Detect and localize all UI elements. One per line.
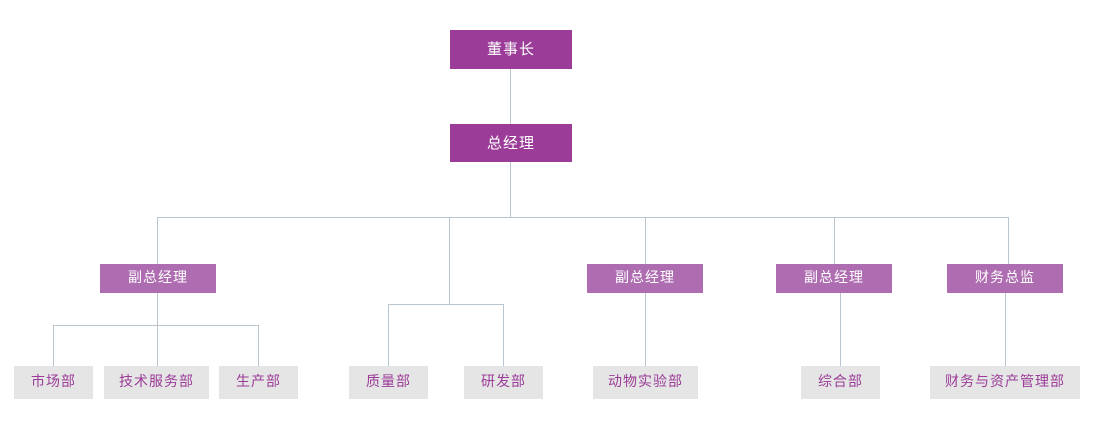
node-rnd-dept[interactable]: 研发部 — [464, 366, 543, 399]
connector-deputy-gm-2-to-animal-lab — [645, 293, 646, 366]
connector-deputy-gm-3-to-general-affairs — [840, 293, 841, 366]
connector-drop-cfo — [1008, 217, 1009, 264]
node-marketing-dept[interactable]: 市场部 — [14, 366, 93, 399]
connector-drop-deputy-gm-1 — [157, 217, 158, 264]
node-cfo[interactable]: 财务总监 — [947, 264, 1063, 293]
connector-sub-bus-middle-branch — [388, 304, 504, 305]
connector-drop-rnd-dept — [503, 304, 504, 366]
connector-drop-quality-dept — [388, 304, 389, 366]
node-quality-dept[interactable]: 质量部 — [349, 366, 428, 399]
connector-chairman-to-gm — [510, 69, 511, 124]
node-deputy-gm-3[interactable]: 副总经理 — [776, 264, 892, 293]
connector-deputy-gm-1-stem — [157, 293, 158, 325]
node-deputy-gm-2[interactable]: 副总经理 — [587, 264, 703, 293]
node-tech-service-dept[interactable]: 技术服务部 — [104, 366, 209, 399]
connector-drop-marketing-dept — [53, 325, 54, 366]
node-general-affairs-dept[interactable]: 综合部 — [801, 366, 880, 399]
node-finance-asset-mgmt-dept[interactable]: 财务与资产管理部 — [930, 366, 1080, 399]
connector-drop-deputy-gm-3 — [834, 217, 835, 264]
connector-gm-stem — [510, 162, 511, 217]
connector-drop-middle-branch — [449, 217, 450, 304]
node-deputy-gm-1[interactable]: 副总经理 — [100, 264, 216, 293]
connector-drop-tech-service-dept — [157, 325, 158, 366]
connector-drop-deputy-gm-2 — [645, 217, 646, 264]
connector-drop-production-dept — [258, 325, 259, 366]
connector-main-bus — [157, 217, 1009, 218]
connector-sub-bus-deputy-gm-1 — [53, 325, 259, 326]
node-chairman[interactable]: 董事长 — [450, 30, 572, 69]
node-general-manager[interactable]: 总经理 — [450, 124, 572, 162]
connector-cfo-to-finance-asset-mgmt — [1005, 293, 1006, 366]
node-production-dept[interactable]: 生产部 — [219, 366, 298, 399]
node-animal-lab-dept[interactable]: 动物实验部 — [593, 366, 698, 399]
